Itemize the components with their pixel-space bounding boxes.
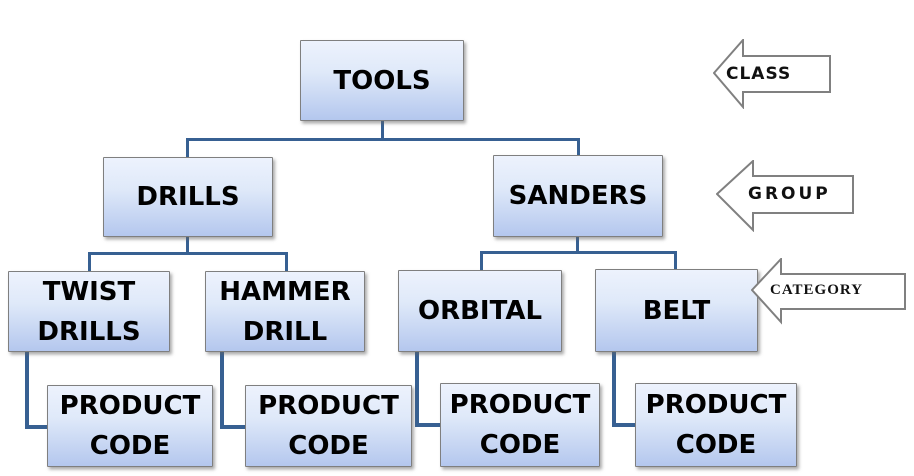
connector-pc4-vert <box>612 352 616 427</box>
node-sanders: SANDERS <box>493 155 663 237</box>
node-product-code-2: PRODUCT CODE <box>245 385 412 467</box>
connector-drills-stem <box>186 237 189 254</box>
node-belt: BELT <box>595 269 758 352</box>
node-label: CODE <box>675 430 757 460</box>
group-arrow-label: GROUP <box>748 183 831 204</box>
node-label: SANDERS <box>508 181 648 211</box>
left-arrow-icon <box>713 39 831 109</box>
node-label: DRILLS <box>136 182 240 212</box>
group-level-arrow: GROUP <box>716 160 855 232</box>
node-twist-drills: TWIST DRILLS <box>8 271 170 352</box>
connector-belt-drop <box>674 251 677 270</box>
left-arrow-icon <box>716 160 854 232</box>
node-drills: DRILLS <box>103 157 273 237</box>
left-arrow-icon <box>751 258 906 325</box>
category-level-arrow: CATEGORY <box>751 258 907 325</box>
connector-pc1-vert <box>25 352 29 429</box>
node-label: PRODUCT <box>449 390 591 420</box>
node-label: ORBITAL <box>417 296 543 326</box>
node-label: PRODUCT <box>645 390 787 420</box>
connector-drills-drop <box>186 138 189 158</box>
connector-drills-rail <box>88 252 288 255</box>
node-label: DRILL <box>242 316 328 347</box>
connector-pc4-horiz <box>612 423 636 427</box>
connector-pc2-vert <box>220 352 224 429</box>
node-product-code-3: PRODUCT CODE <box>440 383 600 467</box>
node-label: PRODUCT <box>59 391 201 421</box>
node-label: TOOLS <box>333 65 431 96</box>
node-label: BELT <box>642 295 711 326</box>
node-label: DRILLS <box>37 316 141 347</box>
category-arrow-label: CATEGORY <box>770 282 864 298</box>
connector-pc2-horiz <box>220 425 246 429</box>
node-label: CODE <box>288 431 369 461</box>
class-arrow-label: CLASS <box>726 63 792 84</box>
connector-hammer-drop <box>285 252 288 272</box>
connector-pc1-horiz <box>25 425 48 429</box>
node-product-code-1: PRODUCT CODE <box>47 385 213 467</box>
connector-pc3-horiz <box>415 423 441 427</box>
node-label: CODE <box>89 431 171 461</box>
class-level-arrow: CLASS <box>713 39 832 109</box>
connector-orbital-drop <box>480 251 483 271</box>
node-orbital: ORBITAL <box>398 270 562 352</box>
node-product-code-4: PRODUCT CODE <box>635 383 797 467</box>
node-label: TWIST <box>42 276 136 307</box>
connector-pc3-vert <box>415 352 419 427</box>
connector-tools-stem <box>381 121 384 140</box>
node-tools: TOOLS <box>300 40 464 121</box>
connector-sanders-stem <box>576 237 579 253</box>
node-label: CODE <box>479 430 561 460</box>
connector-sanders-rail <box>480 251 677 254</box>
node-hammer-drill: HAMMER DRILL <box>205 271 365 352</box>
connector-tools-rail <box>186 138 580 141</box>
connector-twist-drop <box>88 252 91 272</box>
connector-sanders-drop <box>577 138 580 156</box>
node-label: PRODUCT <box>258 391 399 421</box>
node-label: HAMMER <box>219 276 351 307</box>
